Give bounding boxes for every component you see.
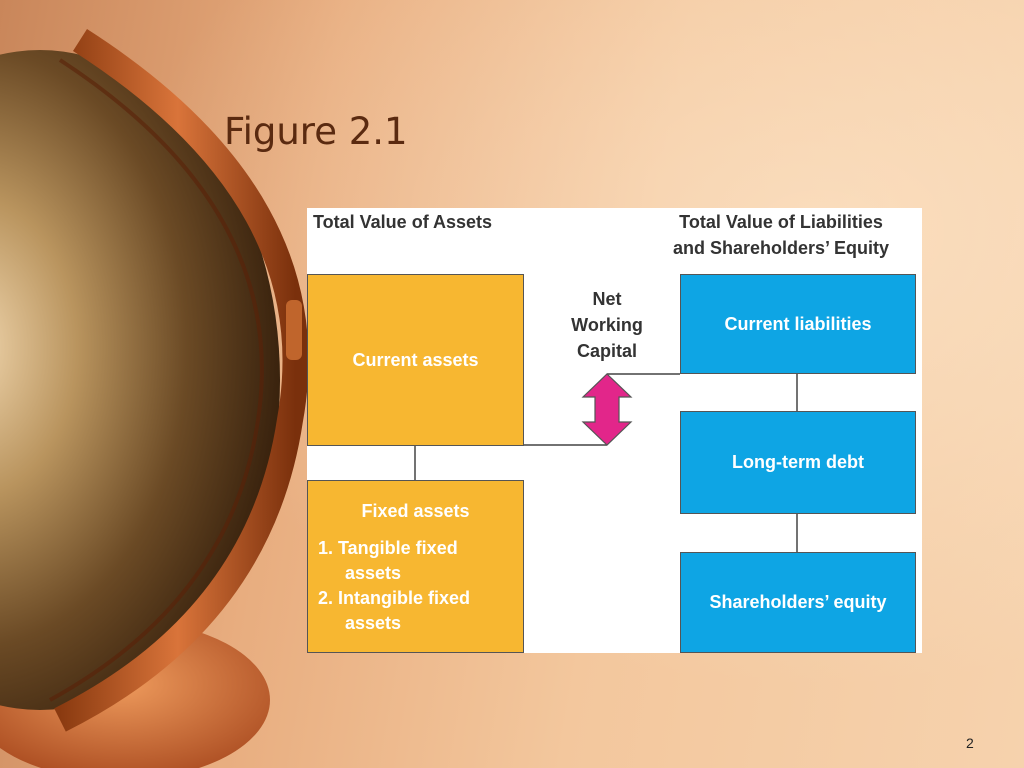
fixed-assets-item-1: 1. Tangible fixed xyxy=(318,538,458,558)
current-liabilities-label: Current liabilities xyxy=(724,313,872,334)
fixed-assets-item-1-cont: assets xyxy=(345,563,402,583)
globe-illustration xyxy=(0,29,309,768)
fixed-assets-item-2: 2. Intangible fixed xyxy=(318,588,471,608)
long-term-debt-box: Long-term debt xyxy=(680,411,916,514)
shareholders-equity-box: Shareholders’ equity xyxy=(680,552,916,653)
liabilities-heading: Total Value of Liabilities and Sharehold… xyxy=(673,209,889,261)
net-working-capital-label: Net Working Capital xyxy=(552,286,662,364)
connector-lines xyxy=(414,373,798,552)
current-liabilities-box: Current liabilities xyxy=(680,274,916,374)
current-assets-box: Current assets xyxy=(307,274,524,446)
nwc-line-2: Working xyxy=(571,315,643,335)
balance-sheet-diagram: Total Value of Assets Total Value of Lia… xyxy=(307,208,922,653)
current-assets-label: Current assets xyxy=(352,349,479,370)
shareholders-equity-label: Shareholders’ equity xyxy=(709,592,887,612)
nwc-line-1: Net xyxy=(592,289,622,309)
page-number: 2 xyxy=(966,735,974,751)
liabilities-heading-line2: and Shareholders’ Equity xyxy=(673,238,890,258)
assets-heading: Total Value of Assets xyxy=(313,212,493,232)
fixed-assets-box: Fixed assets 1. Tangible fixed assets 2.… xyxy=(307,480,524,653)
fixed-assets-list: 1. Tangible fixed assets 2. Intangible f… xyxy=(308,536,523,636)
slide-title: Figure 2.1 xyxy=(224,110,408,153)
double-arrow-icon xyxy=(581,373,633,446)
fixed-assets-title: Fixed assets xyxy=(361,501,470,521)
fixed-assets-item-2-cont: assets xyxy=(345,613,402,633)
long-term-debt-label: Long-term debt xyxy=(732,452,864,472)
nwc-line-3: Capital xyxy=(576,341,637,361)
liabilities-heading-line1: Total Value of Liabilities xyxy=(679,212,883,232)
